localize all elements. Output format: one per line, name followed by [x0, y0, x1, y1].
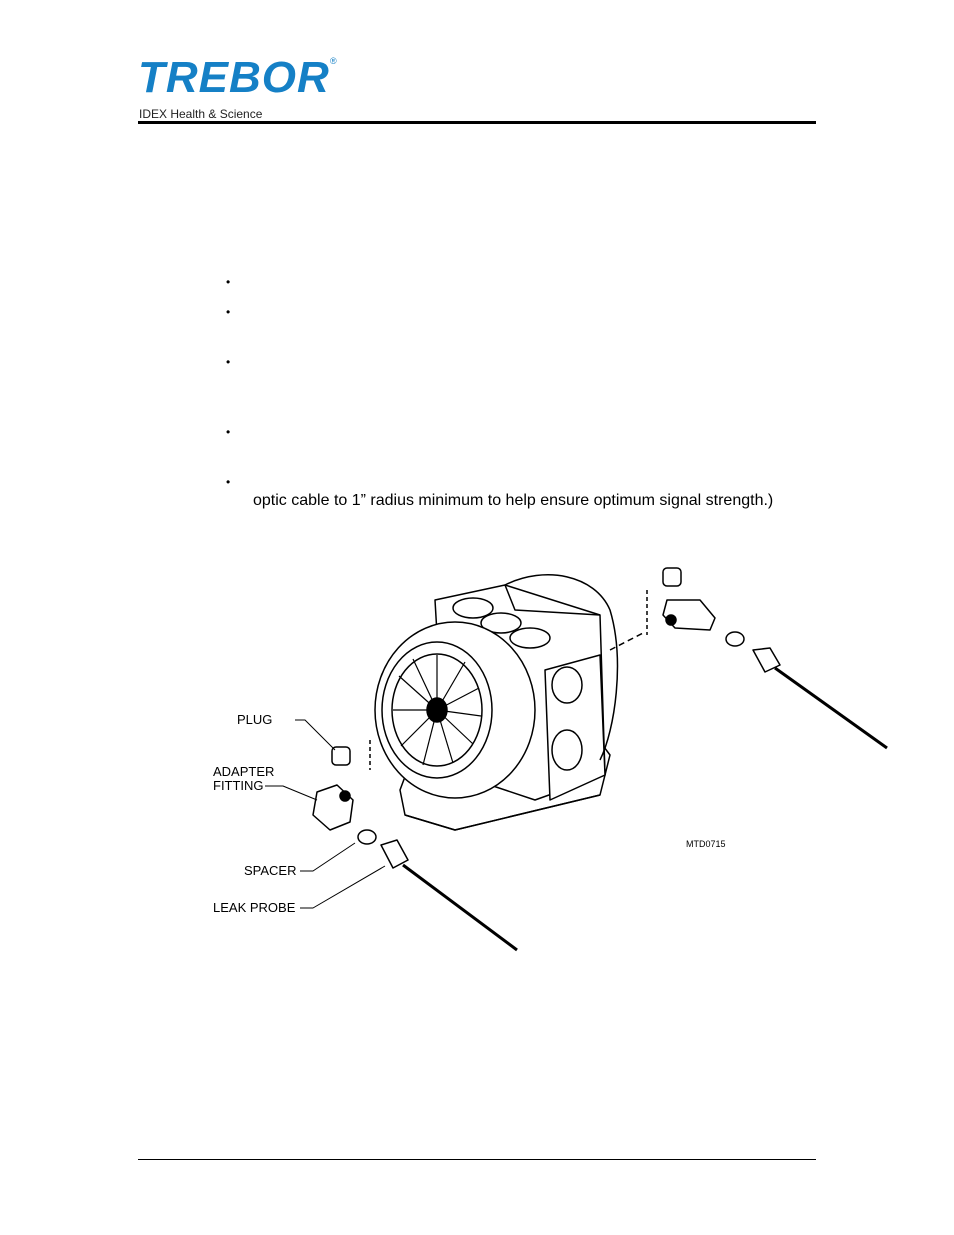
- pump-drawing: [265, 567, 888, 952]
- label-spacer: SPACER: [244, 863, 297, 878]
- leak-probe-left-rod: [402, 863, 518, 952]
- label-fitting: FITTING: [213, 778, 264, 793]
- top-port-2: [480, 612, 522, 634]
- spacer-right: [725, 631, 745, 647]
- trebor-logo: TREBOR ® IDEX Health & Science: [138, 54, 348, 124]
- leak-probe-left-nut: [380, 839, 409, 869]
- top-port-3: [509, 627, 551, 649]
- side-port-lower: [551, 729, 583, 771]
- spacer-left: [357, 829, 377, 845]
- registered-mark: ®: [330, 56, 337, 66]
- footer-rule: [138, 1159, 816, 1160]
- label-leak-probe: LEAK PROBE: [213, 900, 296, 915]
- label-adapter: ADAPTER: [213, 764, 275, 779]
- rear-housing: [504, 574, 619, 761]
- wheel-hub: [426, 697, 448, 723]
- logo-subtitle: IDEX Health & Science: [139, 107, 263, 121]
- logo-wordmark: TREBOR: [138, 53, 330, 102]
- bullet-1: •: [226, 275, 231, 289]
- bullet-4: •: [226, 425, 231, 439]
- drawing-code: MTD0715: [686, 839, 726, 849]
- instruction-text: optic cable to 1” radius minimum to help…: [253, 492, 774, 509]
- leak-probe-right-nut: [752, 647, 781, 673]
- top-port-1: [452, 597, 494, 619]
- leak-probe-right-rod: [774, 666, 888, 750]
- plug-right: [662, 567, 682, 587]
- bullet-3: •: [226, 355, 231, 369]
- bullet-2: •: [226, 305, 231, 319]
- plug-left: [331, 746, 351, 766]
- pump-exploded-diagram: PLUG ADAPTER FITTING SPACER LEAK PROBE: [205, 560, 905, 960]
- header-rule: [138, 121, 816, 124]
- bullet-5: •: [226, 475, 231, 489]
- label-plug: PLUG: [237, 712, 273, 727]
- side-port-upper: [551, 666, 583, 704]
